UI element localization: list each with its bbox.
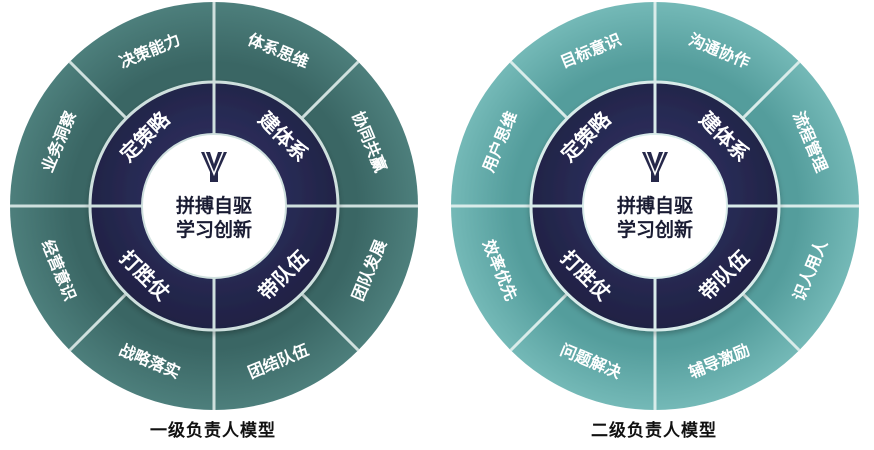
first-level-model: 拼搏自驱学习创新定策略建体系带队伍打胜仗决策能力体系思维协同共赢团队发展团结队伍… bbox=[10, 2, 418, 410]
second-level-model: 拼搏自驱学习创新定策略建体系带队伍打胜仗目标意识沟通协作流程管理识人用人辅导激励… bbox=[451, 2, 859, 410]
center-text-line: 学习创新 bbox=[617, 218, 693, 241]
outer-divider bbox=[509, 60, 569, 120]
center-text-line: 拼搏自驱 bbox=[176, 194, 252, 217]
outer-divider bbox=[741, 60, 801, 120]
brand-logo-icon bbox=[642, 151, 668, 182]
center-text-line: 学习创新 bbox=[176, 218, 252, 241]
brand-logo-icon bbox=[201, 151, 227, 182]
outer-divider bbox=[741, 292, 801, 352]
first-level-model-caption: 一级负责人模型 bbox=[150, 421, 276, 441]
center-circle bbox=[141, 133, 287, 279]
outer-divider bbox=[509, 292, 569, 352]
second-level-model-caption: 二级负责人模型 bbox=[591, 421, 717, 441]
outer-divider bbox=[68, 292, 128, 352]
center-circle bbox=[582, 133, 728, 279]
outer-divider bbox=[300, 292, 360, 352]
center-text-line: 拼搏自驱 bbox=[617, 194, 693, 217]
outer-divider bbox=[68, 60, 128, 120]
outer-divider bbox=[300, 60, 360, 120]
